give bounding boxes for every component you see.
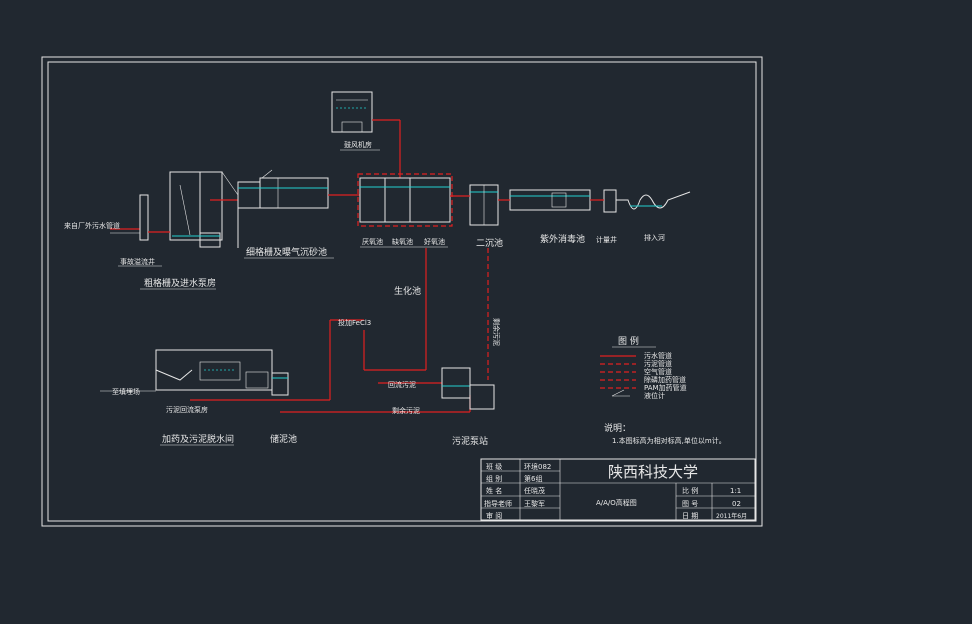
svg-text:任晓茂: 任晓茂 <box>524 486 545 495</box>
blower-room: 鼓风机房 <box>331 91 401 178</box>
svg-text:好氧池: 好氧池 <box>424 237 445 246</box>
outer-frame <box>41 56 763 527</box>
accident-well: 事故溢流井 <box>118 194 162 267</box>
svg-text:污泥泵站: 污泥泵站 <box>452 435 488 447</box>
svg-text:事故溢流井: 事故溢流井 <box>120 257 155 266</box>
svg-text:剩余污泥: 剩余污泥 <box>492 318 501 346</box>
sludge-storage: 储泥池 <box>270 372 297 445</box>
svg-text:指导老师: 指导老师 <box>484 499 512 508</box>
fine-screen-grit-chamber: 细格栅及曝气沉砂池 <box>237 169 360 259</box>
svg-text:空气管道: 空气管道 <box>644 367 672 376</box>
secondary-clarifier: 二沉池 <box>450 184 503 249</box>
notes: 说明： 1.本图标高为相对标高,单位以m计。 <box>604 422 726 445</box>
svg-text:来自厂外污水管道: 来自厂外污水管道 <box>64 221 120 230</box>
svg-text:比 例: 比 例 <box>682 486 698 495</box>
svg-text:第6组: 第6组 <box>524 474 542 483</box>
svg-text:陕西科技大学: 陕西科技大学 <box>608 463 698 481</box>
svg-text:图 号: 图 号 <box>682 500 698 508</box>
receiving-river: 排入河 <box>616 191 691 242</box>
svg-text:说明：: 说明： <box>604 422 631 434</box>
svg-text:二沉池: 二沉池 <box>476 237 503 249</box>
svg-text:细格栅及曝气沉砂池: 细格栅及曝气沉砂池 <box>246 246 327 258</box>
svg-text:剩余污泥: 剩余污泥 <box>392 406 420 415</box>
svg-text:02: 02 <box>732 500 741 508</box>
svg-text:环境082: 环境082 <box>524 462 551 471</box>
dosing-dewatering-building: 至填埋场 污泥回流泵房 加药及污泥脱水间 <box>100 349 330 446</box>
svg-text:A/A/O高程图: A/A/O高程图 <box>596 498 637 507</box>
bio-tank: 厌氧池 缺氧池 好氧池 生化池 <box>357 173 453 297</box>
svg-text:至填埋场: 至填埋场 <box>112 387 140 396</box>
metering-well: 计量井 <box>590 189 617 244</box>
svg-text:计量井: 计量井 <box>596 235 617 244</box>
svg-text:污泥回流泵房: 污泥回流泵房 <box>166 405 208 414</box>
svg-text:2011年6月: 2011年6月 <box>716 512 747 520</box>
svg-text:PAM加药管道: PAM加药管道 <box>644 383 687 392</box>
svg-text:紫外消毒池: 紫外消毒池 <box>540 233 585 245</box>
svg-text:王黎军: 王黎军 <box>524 499 545 508</box>
svg-text:污水管道: 污水管道 <box>644 351 672 360</box>
svg-text:鼓风机房: 鼓风机房 <box>344 140 372 149</box>
svg-text:除磷加药管道: 除磷加药管道 <box>644 375 686 384</box>
svg-text:生化池: 生化池 <box>394 285 421 297</box>
inflow-pipe: 来自厂外污水管道 <box>64 221 140 234</box>
svg-text:1:1: 1:1 <box>730 487 741 495</box>
svg-text:班 级: 班 级 <box>486 462 502 471</box>
svg-text:储泥池: 储泥池 <box>270 433 297 445</box>
svg-text:日 期: 日 期 <box>682 512 698 520</box>
svg-text:厌氧池: 厌氧池 <box>362 237 383 246</box>
svg-text:加药及污泥脱水间: 加药及污泥脱水间 <box>162 433 234 445</box>
svg-text:液位计: 液位计 <box>644 391 665 400</box>
svg-text:回流污泥: 回流污泥 <box>388 380 416 389</box>
svg-text:排入河: 排入河 <box>644 233 665 242</box>
svg-text:审 阅: 审 阅 <box>486 511 502 520</box>
svg-text:1.本图标高为相对标高,单位以m计。: 1.本图标高为相对标高,单位以m计。 <box>612 436 726 445</box>
uv-disinfection: 紫外消毒池 <box>498 189 591 245</box>
legend: 图 例 污水管道 污泥管道 空气管道 除磷加药管道 PAM加药管道 液位计 <box>600 335 687 400</box>
svg-text:污泥管道: 污泥管道 <box>644 359 672 368</box>
svg-text:投加FeCl3: 投加FeCl3 <box>338 318 371 327</box>
inner-frame <box>47 61 757 522</box>
return-sludge-lines: 投加FeCl3 回流污泥 剩余污泥 剩余污泥 <box>280 248 501 415</box>
svg-text:粗格栅及进水泵房: 粗格栅及进水泵房 <box>144 277 216 289</box>
title-block: 班 级 环境082 组 别 第6组 姓 名 任晓茂 指导老师 王黎军 审 阅 陕… <box>480 458 756 521</box>
svg-text:组 别: 组 别 <box>486 474 502 483</box>
svg-text:缺氧池: 缺氧池 <box>392 237 413 246</box>
svg-text:图 例: 图 例 <box>618 335 639 347</box>
sludge-pump-station: 污泥泵站 <box>441 367 495 447</box>
coarse-screen-pump-house: 粗格栅及进水泵房 <box>140 171 239 290</box>
svg-text:姓 名: 姓 名 <box>486 486 502 495</box>
